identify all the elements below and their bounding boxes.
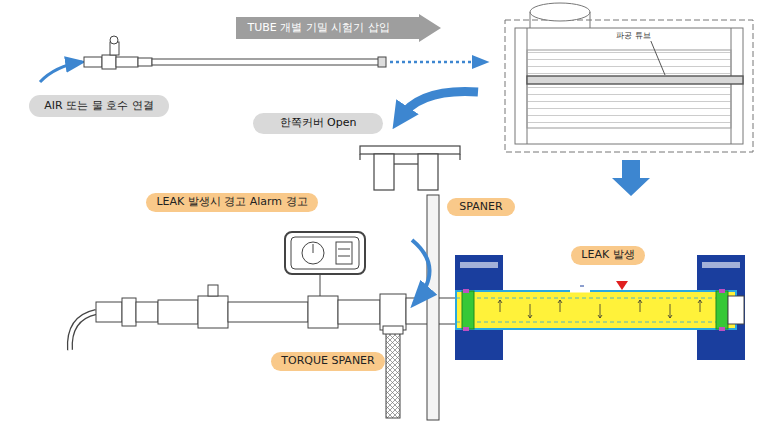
process-arrow: TUBE 개별 기밀 시험기 삽입 xyxy=(236,14,441,42)
label-text: TORQUE SPANER xyxy=(281,355,374,367)
callout-label: LEAK 발생시 경고 Alarm 경고 xyxy=(146,193,318,212)
tube-tester xyxy=(40,36,486,82)
callout-label: TORQUE SPANER xyxy=(271,352,385,371)
label-text: TUBE 개별 기밀 시험기 삽입 xyxy=(248,22,390,34)
tester-assembly xyxy=(70,195,456,420)
flow-arrow xyxy=(400,92,478,118)
label-text: 한쪽커버 Open xyxy=(280,117,357,129)
label-text: LEAK 발생시 경고 Alarm 경고 xyxy=(156,196,307,208)
label-text: AIR 또는 물 호수 연결 xyxy=(44,100,153,112)
test-tube xyxy=(455,255,745,360)
callout-label: SPANER xyxy=(447,198,515,216)
step-label: 한쪽커버 Open xyxy=(253,113,383,134)
cover xyxy=(360,146,460,190)
heat-exchanger xyxy=(505,3,753,152)
label-text: LEAK 발생 xyxy=(581,249,634,261)
part-label: 파공 튜브 xyxy=(615,30,652,41)
step-label: AIR 또는 물 호수 연결 xyxy=(29,95,169,117)
label-text: SPANER xyxy=(459,201,502,213)
callout-label: LEAK 발생 xyxy=(571,246,645,265)
flow-arrow xyxy=(612,160,650,196)
arrow-fill xyxy=(236,14,441,42)
